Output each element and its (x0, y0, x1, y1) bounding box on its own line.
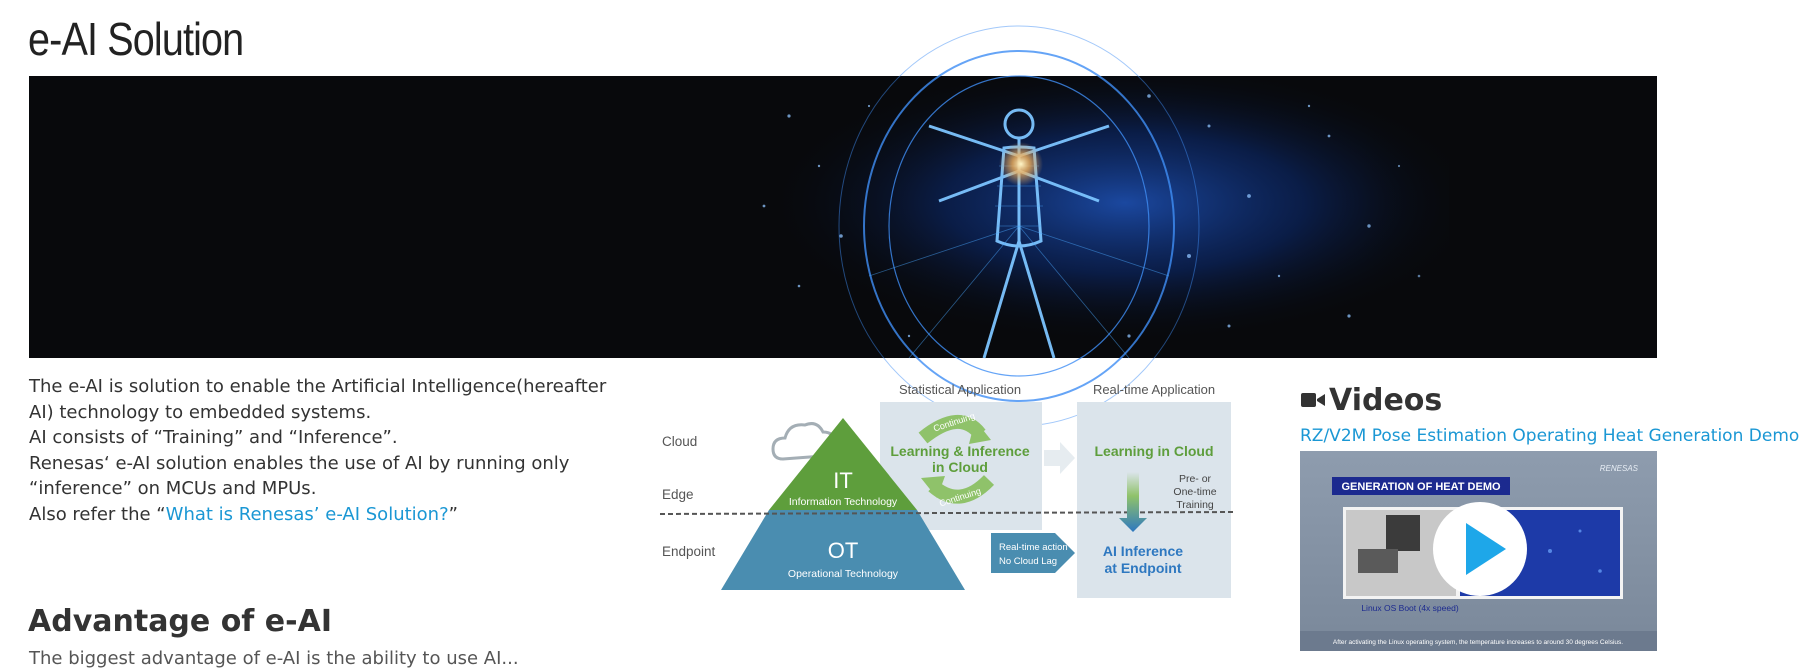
ot-label: OT (828, 538, 859, 563)
e-ai-diagram: Statistical Application Real-time Applic… (655, 378, 1245, 600)
vitruvian-ai-figure-image (29, 25, 1657, 427)
intro-line: Also refer the “What is Renesas’ e-AI So… (29, 502, 629, 528)
realtime-action-line1: Real-time action (999, 542, 1068, 553)
play-icon[interactable] (1433, 502, 1527, 596)
intro-prefix: Also refer the “ (29, 503, 166, 525)
hero-banner-image (29, 25, 1657, 427)
col-statistical-label: Statistical Application (899, 382, 1021, 397)
intro-line: Renesas‘ e-AI solution enables the use o… (29, 452, 570, 500)
it-sublabel: Information Technology (789, 496, 898, 508)
learning-cloud-label: Learning in Cloud (1095, 443, 1214, 459)
video-banner-text: GENERATION OF HEAT DEMO (1341, 481, 1501, 493)
video-thumbnail[interactable]: GENERATION OF HEAT DEMO RENESAS Linux OS… (1300, 451, 1657, 651)
it-triangle (769, 418, 917, 510)
learning-inference-line2: in Cloud (932, 459, 988, 475)
training-arrow-icon (1119, 472, 1147, 532)
intro-suffix: ” (448, 503, 458, 525)
advantage-heading: Advantage of e-AI (28, 604, 332, 639)
video-banner (1332, 477, 1510, 495)
row-edge-label: Edge (662, 487, 694, 502)
video-title-link[interactable]: RZ/V2M Pose Estimation Operating Heat Ge… (1300, 426, 1799, 446)
ot-sublabel: Operational Technology (788, 568, 899, 580)
intro-line: The e-AI is solution to enable the Artif… (29, 376, 607, 423)
cloud-arrow-icon (1044, 442, 1075, 474)
ai-inference-line1: AI Inference (1103, 543, 1183, 559)
row-cloud-label: Cloud (662, 434, 697, 449)
training-line1: Pre- or (1179, 473, 1212, 485)
intro-text: The e-AI is solution to enable the Artif… (29, 374, 629, 527)
video-camera-icon (1301, 393, 1325, 407)
video-footer-caption: After activating the Linux operating sys… (1333, 639, 1623, 646)
videos-title: Videos (1329, 382, 1443, 418)
training-line2: One-time (1173, 486, 1216, 498)
ot-trapezoid (721, 510, 965, 590)
row-endpoint-label: Endpoint (662, 544, 716, 559)
videos-panel: Videos RZ/V2M Pose Estimation Operating … (1300, 378, 1799, 651)
realtime-action-arrow (991, 533, 1075, 573)
realtime-action-line2: No Cloud Lag (999, 556, 1057, 567)
col-realtime-label: Real-time Application (1093, 382, 1215, 397)
advantage-body-text: The biggest advantage of e-AI is the abi… (29, 648, 519, 669)
videos-heading: Videos (1300, 378, 1657, 422)
video-scene-caption: Linux OS Boot (4x speed) (1361, 603, 1459, 613)
realtime-panel (1077, 402, 1231, 598)
learning-inference-line1: Learning & Inference (890, 443, 1029, 459)
what-is-e-ai-link[interactable]: What is Renesas’ e-AI Solution? (165, 503, 449, 525)
renesas-logo: RENESAS (1600, 464, 1639, 473)
continuing-arrows-icon (918, 414, 995, 504)
training-line3: Training (1176, 499, 1214, 511)
it-label: IT (833, 468, 853, 493)
ai-inference-line2: at Endpoint (1105, 560, 1182, 576)
intro-line: AI consists of “Training” and “Inference… (29, 427, 398, 448)
page-title: e-AI Solution (28, 13, 244, 65)
